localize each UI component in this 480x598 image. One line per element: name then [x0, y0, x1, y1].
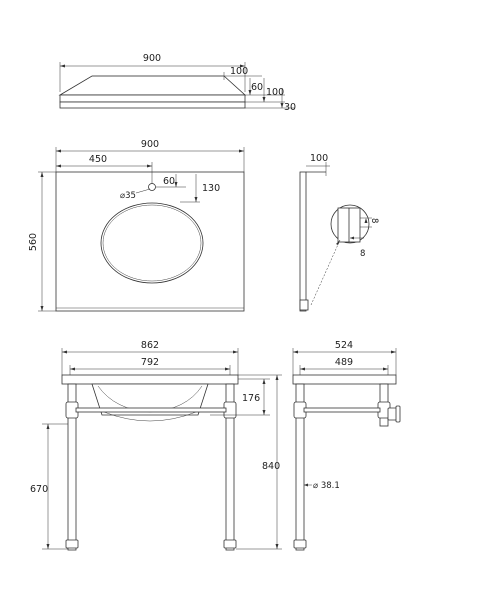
- dim-plan-depth: 560: [28, 233, 39, 251]
- dim-side-100: 100: [310, 153, 328, 164]
- countertop-elevation: 900 100 60 100 30: [58, 53, 296, 113]
- dim-plan-width: 900: [141, 139, 159, 150]
- dim-plan-60: 60: [163, 176, 175, 187]
- dim-total-height: 840: [262, 461, 280, 472]
- side-section-view: 100 8 8: [299, 153, 379, 312]
- dim-top-width: 900: [143, 53, 161, 64]
- dim-detail-8b: 8: [360, 249, 365, 259]
- dim-front-792: 792: [141, 357, 159, 368]
- dim-side-489: 489: [335, 357, 353, 368]
- plan-view: 900 450 ⌀35 60 130 560: [28, 139, 245, 312]
- dim-top-lip: 100: [230, 66, 248, 77]
- dim-top-60: 60: [251, 82, 263, 93]
- dim-basin-depth: 176: [242, 393, 260, 404]
- dim-front-862: 862: [141, 340, 159, 351]
- dim-detail-8a: 8: [369, 218, 379, 223]
- dim-leg-diameter: ⌀ 38.1: [313, 481, 340, 491]
- front-elevation-view: 862 792 176 840 670: [30, 340, 282, 551]
- dim-plan-half: 450: [89, 154, 107, 165]
- dim-top-100: 100: [266, 87, 284, 98]
- dim-top-30: 30: [284, 102, 296, 113]
- dim-side-524: 524: [335, 340, 353, 351]
- side-elevation-view: 524 489 ⌀ 38.1: [292, 340, 401, 551]
- dim-tap-hole: ⌀35: [120, 191, 136, 201]
- dim-plan-130: 130: [202, 183, 220, 194]
- dim-leg-height: 670: [30, 484, 48, 495]
